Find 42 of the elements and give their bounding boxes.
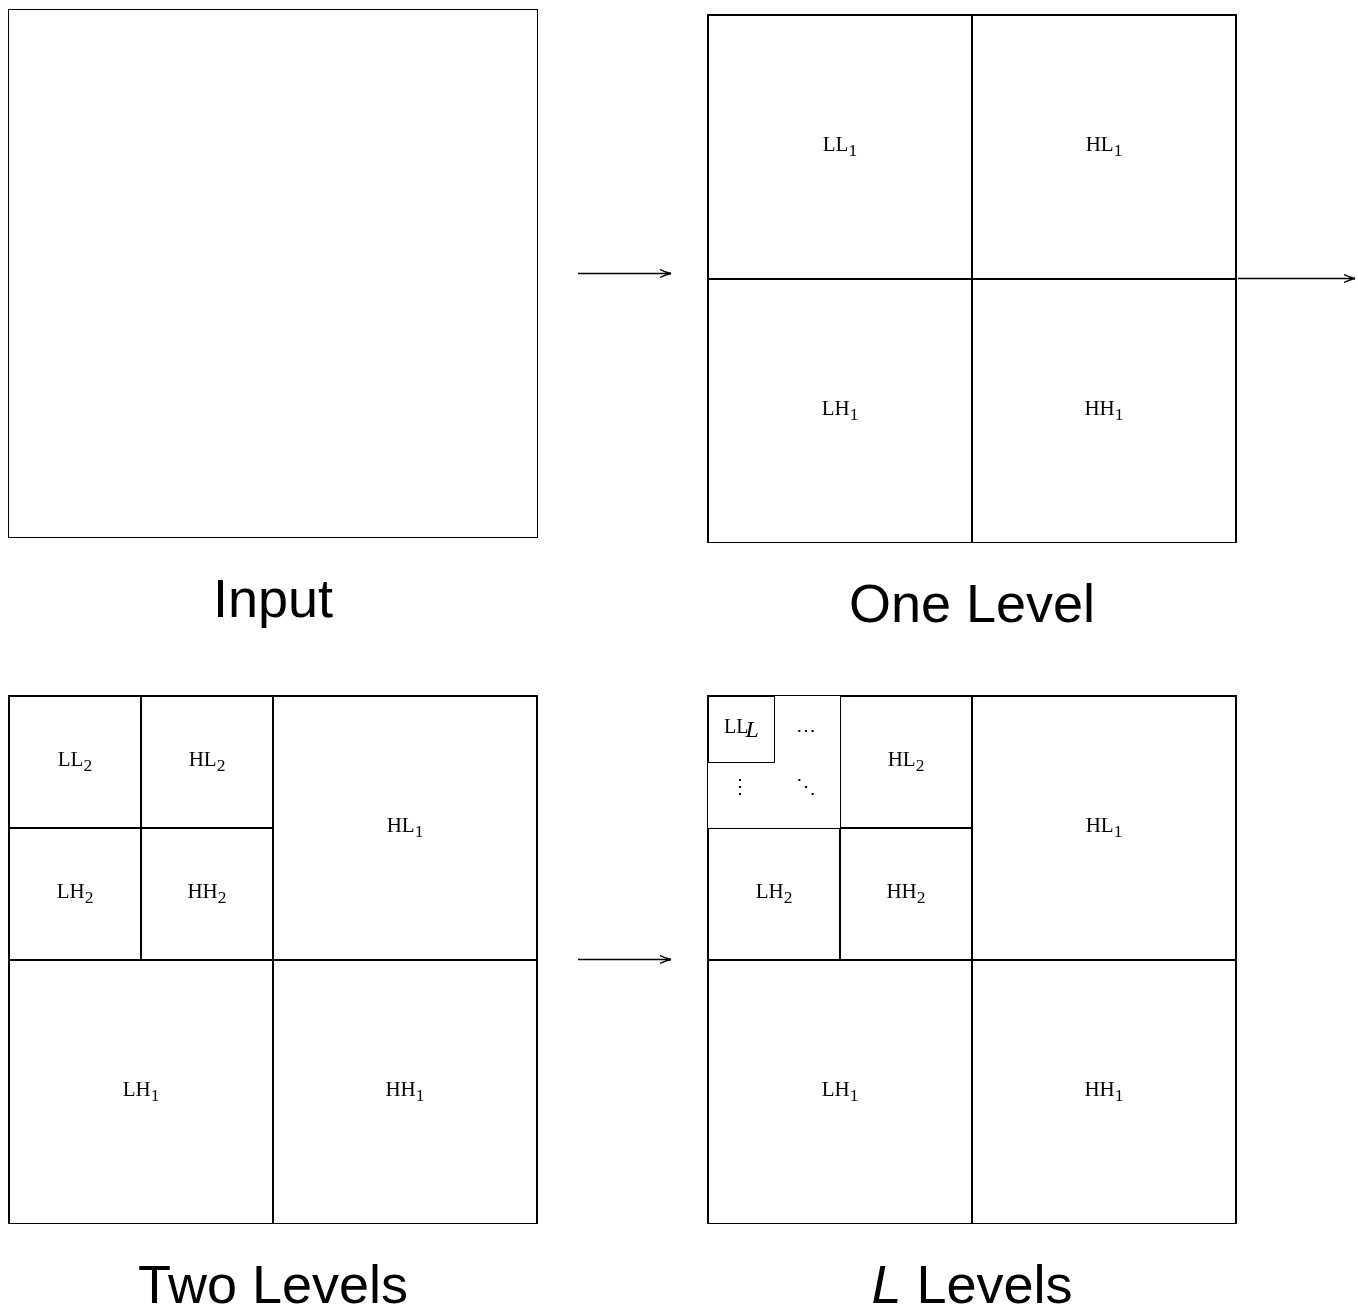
subband-cell [141, 696, 273, 828]
subband-cell [9, 696, 141, 828]
subband-label: LL$_{1}$ [822, 132, 858, 162]
subband-label: HH$_{1}$ [385, 1077, 425, 1107]
subband-label: HH$_{1}$ [1084, 1077, 1124, 1107]
ellipsis-mark: ⋮ [730, 774, 750, 798]
subband-label: HL$_{2}$ [188, 747, 226, 777]
subband-label: LL$_{2}$ [57, 747, 93, 777]
subband-label: HH$_{1}$ [1084, 396, 1124, 426]
subband-label: LH$_{2}$ [755, 879, 793, 909]
subband-label: LH$_{1}$ [122, 1077, 160, 1107]
subband-cell [972, 15, 1236, 279]
panel-caption: L Levels [870, 1253, 1074, 1309]
subband-label: HL$_{1}$ [386, 813, 424, 843]
subband-label: HL$_{1}$ [1085, 813, 1123, 843]
subband-label: HL$_{2}$ [887, 747, 925, 777]
subband-cell [708, 960, 972, 1224]
subband-label: LH$_{1}$ [821, 396, 859, 426]
ellipsis-mark: ⋱ [796, 774, 816, 798]
subband-cell [9, 828, 141, 960]
subband-cell [708, 696, 775, 763]
panel-caption: Input [211, 567, 335, 629]
ellipsis-mark: ⋯ [796, 718, 816, 742]
subband-cell [972, 696, 1236, 960]
subband-cell [273, 696, 537, 960]
subband-label: LH$_{2}$ [56, 879, 94, 909]
subband-cell [9, 960, 273, 1224]
subband-label: HH$_{2}$ [886, 879, 926, 909]
subband-label: HL$_{1}$ [1085, 132, 1123, 162]
subband-cell [708, 15, 972, 279]
subband-cell [840, 696, 972, 828]
subband-cell [972, 960, 1236, 1224]
subband-cell [972, 279, 1236, 543]
subband-cell [708, 828, 840, 960]
panel-caption: One Level [847, 572, 1097, 634]
subband-label: HH$_{2}$ [187, 879, 227, 909]
subband-cell [141, 828, 273, 960]
panel-caption: Two Levels [136, 1253, 410, 1309]
subband-cell [273, 960, 537, 1224]
subband-label: LH$_{1}$ [821, 1077, 859, 1107]
subband-cell [708, 279, 972, 543]
subband-cell [840, 828, 972, 960]
